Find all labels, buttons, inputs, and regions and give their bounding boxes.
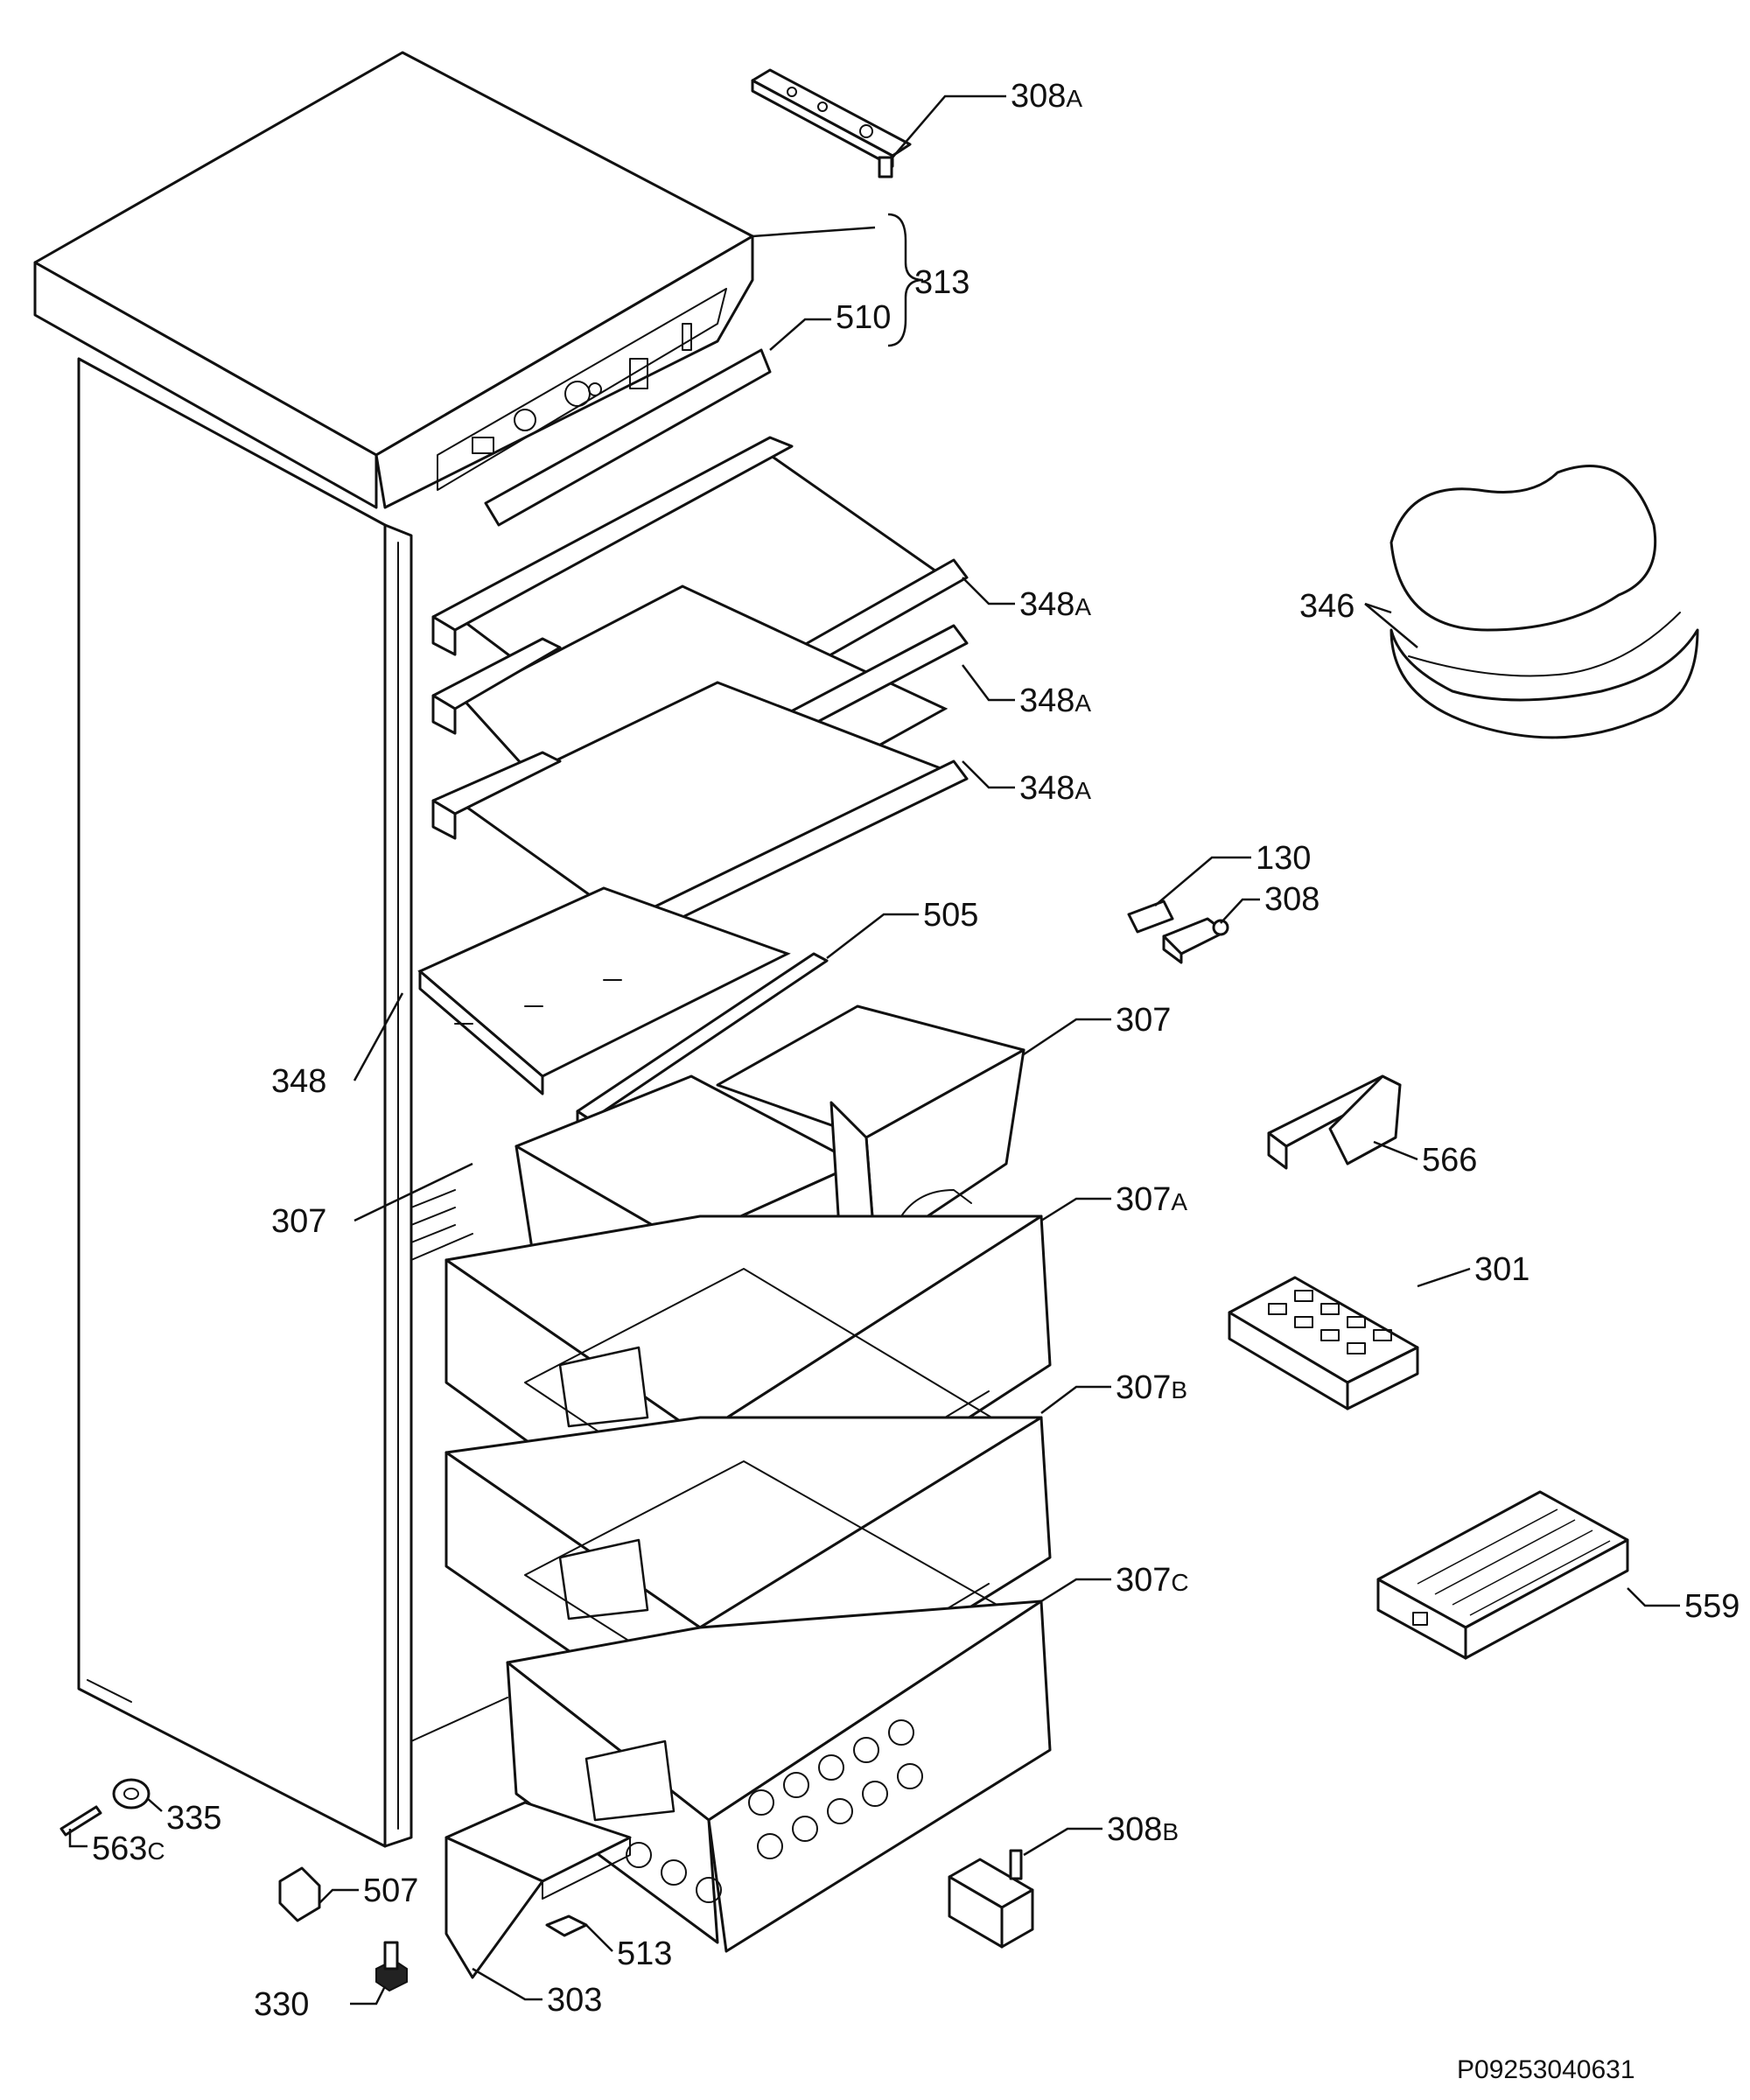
- label-348A-1: 348A: [1019, 586, 1091, 623]
- label-301: 301: [1474, 1251, 1530, 1288]
- label-308B: 308B: [1107, 1811, 1179, 1848]
- label-308A: 308A: [1011, 78, 1082, 115]
- label-307-right: 307: [1116, 1002, 1171, 1039]
- door-hinge-308: [1162, 917, 1229, 964]
- label-505: 505: [923, 897, 978, 934]
- glass-shelf-plain: [417, 886, 791, 1096]
- label-559: 559: [1684, 1588, 1740, 1625]
- scraper-566: [1267, 1074, 1402, 1170]
- glass-shelf-3: [431, 681, 969, 951]
- pin-563C: [60, 1805, 102, 1837]
- clip-507: [278, 1866, 321, 1922]
- drawer-grid: [626, 1719, 923, 1903]
- top-cover: [33, 51, 754, 509]
- drawing-code: P09253040631: [1457, 2055, 1635, 2084]
- label-348A-3: 348A: [1019, 770, 1091, 807]
- label-346: 346: [1299, 588, 1354, 625]
- label-307C: 307C: [1116, 1562, 1189, 1599]
- label-507: 507: [363, 1872, 418, 1909]
- label-307A: 307A: [1116, 1181, 1187, 1218]
- ice-cube-maker: [1390, 465, 1699, 739]
- cabinet-body: [77, 357, 508, 1848]
- tray-cells: [1268, 1290, 1392, 1354]
- label-307-left: 307: [271, 1203, 326, 1240]
- clip-513: [545, 1914, 588, 1937]
- label-513: 513: [617, 1936, 672, 1972]
- label-335: 335: [166, 1800, 221, 1837]
- label-348: 348: [271, 1063, 326, 1100]
- foot-335: [112, 1778, 150, 1810]
- bottom-hinge-308B: [948, 1849, 1034, 1949]
- label-330: 330: [254, 1986, 309, 2023]
- door-stop-130: [1127, 900, 1174, 934]
- label-566: 566: [1422, 1142, 1477, 1179]
- adjustable-foot-330: [375, 1941, 408, 1992]
- freezer-tray-559: [1376, 1490, 1629, 1660]
- label-348A-2: 348A: [1019, 682, 1091, 719]
- label-510: 510: [836, 299, 891, 336]
- label-563C: 563C: [92, 1830, 165, 1867]
- freezer-drawer-C: [506, 1600, 1052, 1953]
- part-labels: 308A 313 510 346 348A 348A 348A 130 308 …: [92, 78, 1740, 2023]
- ice-cube-tray-301: [1228, 1276, 1419, 1410]
- top-hinge: [751, 68, 912, 178]
- label-303: 303: [547, 1982, 602, 2019]
- label-308: 308: [1264, 881, 1320, 918]
- plinth-cover-303: [444, 1801, 632, 1979]
- label-307B: 307B: [1116, 1369, 1187, 1406]
- trim-strip: [484, 348, 772, 527]
- label-313: 313: [914, 264, 970, 301]
- crisper-bin-right: [716, 1004, 1026, 1253]
- leader-lines: [68, 94, 1680, 2006]
- label-130: 130: [1256, 840, 1311, 877]
